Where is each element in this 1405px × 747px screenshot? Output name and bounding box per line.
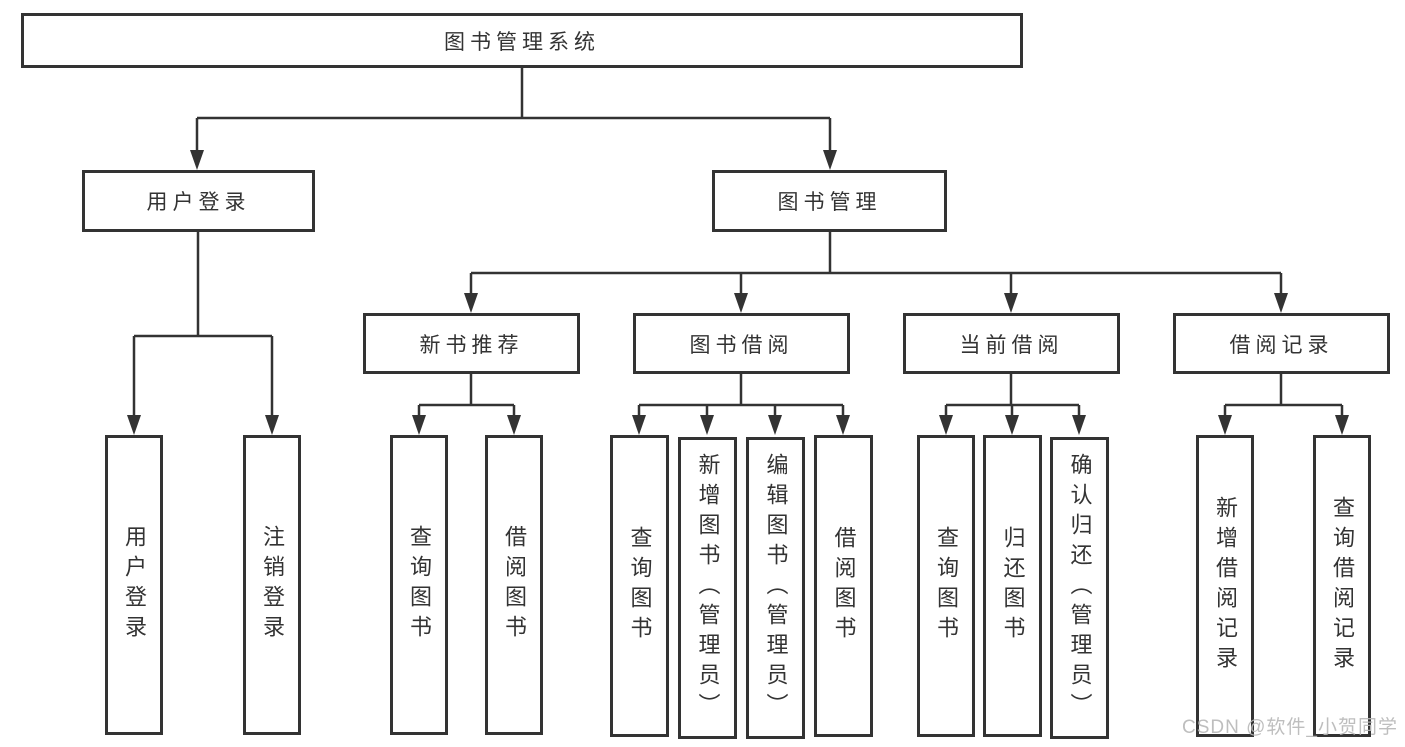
node-label: 新增借阅记录 — [1213, 496, 1238, 676]
arrowhead — [1335, 415, 1349, 435]
node-library-management-system: 图书管理系统 — [21, 13, 1023, 68]
node-book-management: 图书管理 — [712, 170, 947, 232]
leaf-add-borrow-record: 新增借阅记录 — [1196, 435, 1254, 737]
node-label: 注销登录 — [260, 525, 285, 645]
arrowhead — [412, 415, 426, 435]
node-current-borrow: 当前借阅 — [903, 313, 1120, 374]
leaf-query-borrow-record: 查询借阅记录 — [1313, 435, 1371, 737]
edge-new-book-recommend-to-leaves — [417, 374, 516, 417]
arrowhead — [734, 293, 748, 313]
node-label: 用户登录 — [146, 191, 251, 214]
edge-book-borrow-to-leaves — [637, 374, 845, 417]
node-label: 查询图书 — [627, 526, 653, 646]
leaf-borrow-books: 借阅图书 — [814, 435, 873, 737]
arrowhead — [768, 415, 782, 435]
node-label: 图书管理系统 — [444, 30, 600, 54]
edge-current-borrow-to-leaves — [944, 374, 1081, 417]
node-label: 图书管理 — [777, 191, 882, 214]
node-book-borrow: 图书借阅 — [633, 313, 850, 374]
edge-borrow-records-to-leaves — [1223, 374, 1344, 417]
node-label: 图书借阅 — [689, 333, 794, 357]
arrowhead — [127, 415, 141, 435]
node-label: 借阅记录 — [1229, 333, 1334, 357]
node-borrow-records: 借阅记录 — [1173, 313, 1390, 374]
arrowhead — [700, 415, 714, 435]
node-label: 查询图书 — [407, 525, 432, 645]
arrowhead — [507, 415, 521, 435]
arrowhead — [632, 415, 646, 435]
edge-user-login-to-leaves — [132, 232, 274, 417]
node-label: 查询图书 — [934, 526, 959, 646]
leaf-borrow-books-recommend: 借阅图书 — [485, 435, 543, 735]
leaf-query-books-borrow: 查询图书 — [610, 435, 669, 737]
leaf-query-books-recommend: 查询图书 — [390, 435, 448, 735]
node-label: 新书推荐 — [419, 333, 524, 357]
node-label: 新增图书（管理员） — [695, 453, 721, 723]
leaf-edit-books-admin: 编辑图书（管理员） — [746, 437, 805, 739]
node-label: 查询借阅记录 — [1330, 496, 1355, 676]
arrowhead — [1004, 293, 1018, 313]
arrowhead — [464, 293, 478, 313]
node-label: 确认归还（管理员） — [1067, 453, 1093, 723]
node-label: 用户登录 — [122, 525, 147, 645]
arrowhead — [190, 150, 204, 170]
arrowhead — [836, 415, 850, 435]
node-label: 编辑图书（管理员） — [763, 453, 789, 723]
leaf-logout: 注销登录 — [243, 435, 301, 735]
arrowhead — [1005, 415, 1019, 435]
node-label: 借阅图书 — [502, 525, 527, 645]
arrowhead — [1072, 415, 1086, 435]
edge-book-management-to-level3 — [469, 232, 1283, 295]
leaf-add-books-admin: 新增图书（管理员） — [678, 437, 737, 739]
node-new-book-recommend: 新书推荐 — [363, 313, 580, 374]
arrowhead — [265, 415, 279, 435]
node-label: 借阅图书 — [831, 526, 857, 646]
edge-root-to-level2 — [195, 68, 832, 152]
arrowhead — [1274, 293, 1288, 313]
leaf-confirm-return-admin: 确认归还（管理员） — [1050, 437, 1109, 739]
arrowhead — [823, 150, 837, 170]
arrowhead — [939, 415, 953, 435]
leaf-query-books-current: 查询图书 — [917, 435, 975, 737]
node-user-login: 用户登录 — [82, 170, 315, 232]
csdn-watermark: CSDN @软件_小贺同学 — [1182, 717, 1398, 738]
leaf-user-login: 用户登录 — [105, 435, 163, 735]
arrowhead — [1218, 415, 1232, 435]
node-label: 当前借阅 — [959, 333, 1064, 357]
leaf-return-books: 归还图书 — [983, 435, 1042, 737]
node-label: 归还图书 — [1000, 526, 1026, 646]
